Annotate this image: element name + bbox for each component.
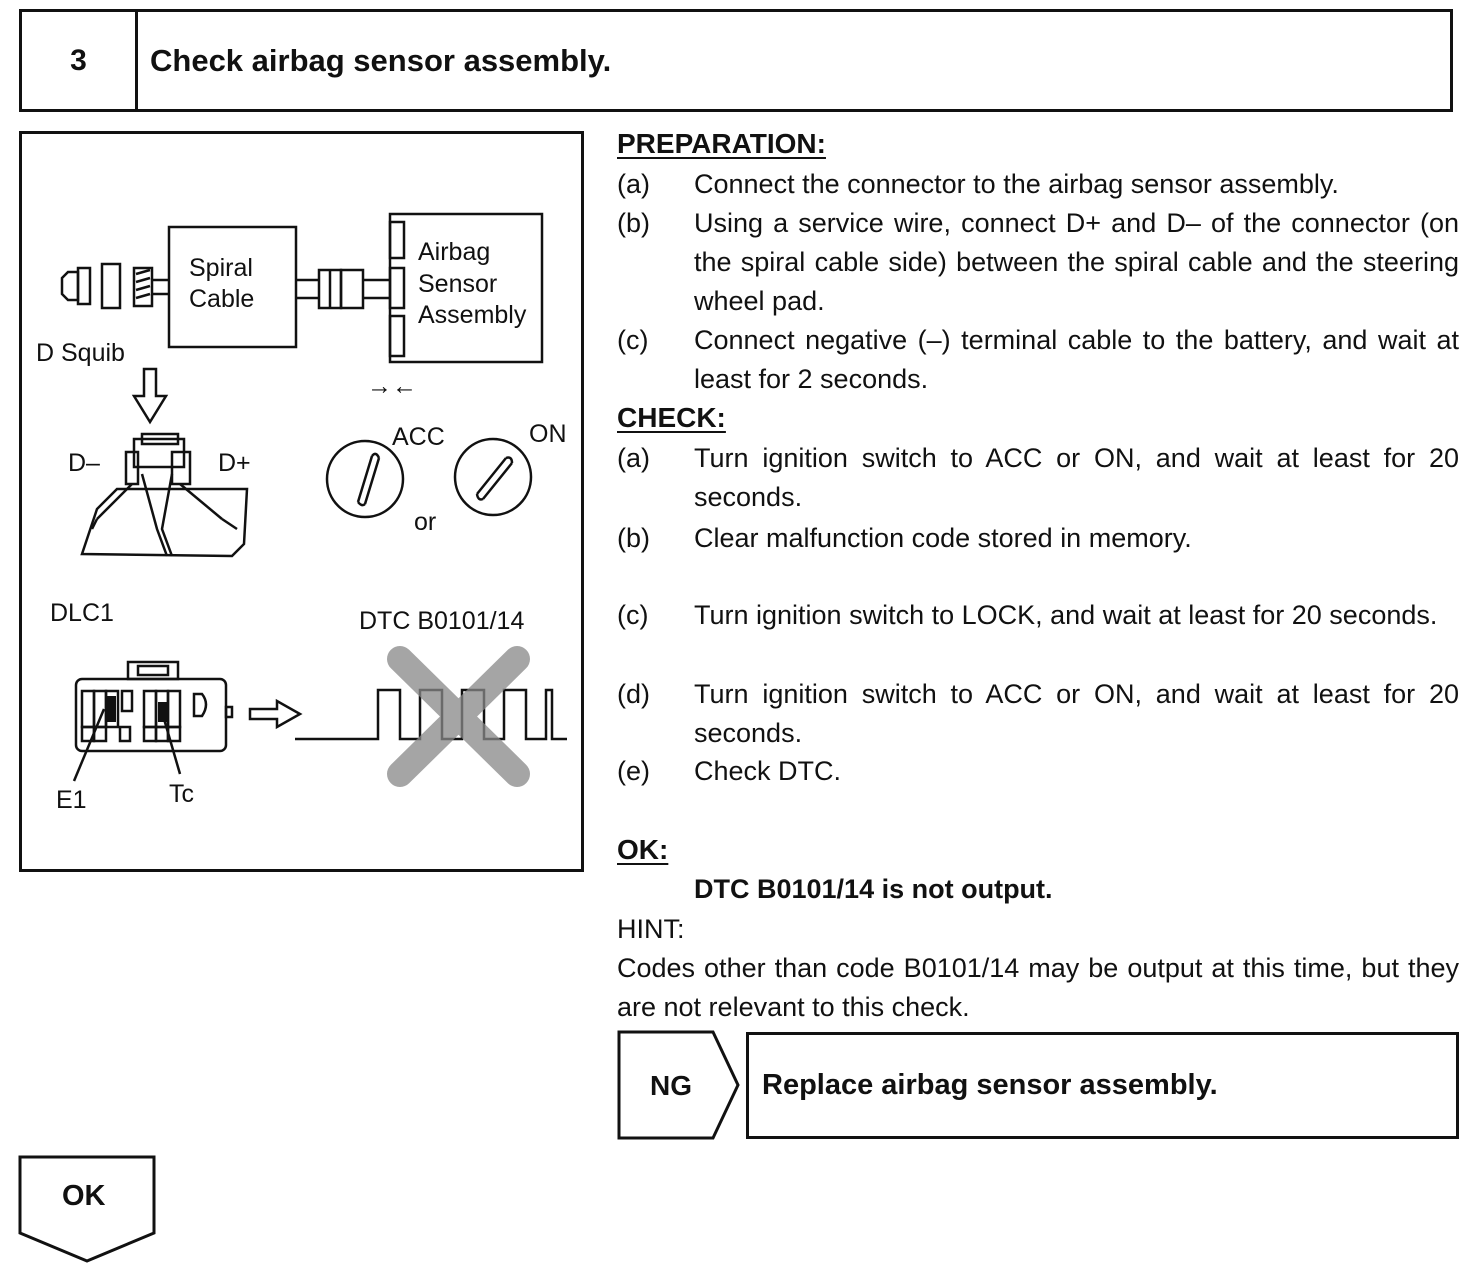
ng-label: NG bbox=[650, 1070, 692, 1101]
ng-arrow-box bbox=[617, 1030, 740, 1140]
step-header: 3 Check airbag sensor assembly. bbox=[19, 9, 1453, 112]
arrows-in-label: →← bbox=[367, 372, 417, 400]
wiring-illustration: Spiral Cable Airbag Sensor Assembly D Sq… bbox=[19, 131, 584, 872]
check-heading: CHECK: bbox=[617, 402, 726, 433]
check-item-text: Turn ignition switch to ACC or ON, and w… bbox=[694, 443, 1459, 512]
check-item-label: (d) bbox=[617, 679, 650, 709]
hint-text: Codes other than code B0101/14 may be ou… bbox=[617, 953, 1459, 1022]
ng-action-box: Replace airbag sensor assembly. bbox=[746, 1032, 1459, 1139]
ok-next-label: OK bbox=[62, 1180, 106, 1212]
prep-item-label: (a) bbox=[617, 169, 650, 199]
dlc1-label: DLC1 bbox=[50, 599, 114, 627]
hint-label: HINT: bbox=[617, 914, 685, 944]
on-label: ON bbox=[529, 420, 567, 448]
ng-action-text: Replace airbag sensor assembly. bbox=[762, 1069, 1218, 1101]
check-item-text: Turn ignition switch to LOCK, and wait a… bbox=[694, 600, 1438, 630]
d-squib-label: D Squib bbox=[36, 339, 125, 367]
sensor-label-1: Airbag bbox=[418, 238, 491, 266]
dtc-label: DTC B0101/14 bbox=[359, 607, 525, 635]
ok-heading: OK: bbox=[617, 834, 669, 865]
preparation-heading: PREPARATION: bbox=[617, 128, 826, 159]
spiral-cable-label-1: Spiral bbox=[189, 254, 253, 282]
check-item-label: (c) bbox=[617, 600, 649, 630]
spiral-cable-label-2: Cable bbox=[189, 285, 255, 313]
check-item-label: (e) bbox=[617, 756, 650, 786]
prep-item-label: (c) bbox=[617, 325, 649, 355]
d-minus-label: D– bbox=[68, 449, 100, 477]
prep-item-text: Connect negative (–) terminal cable to t… bbox=[694, 325, 1459, 394]
check-item-label: (a) bbox=[617, 443, 650, 473]
step-number: 3 bbox=[22, 12, 138, 109]
e1-label: E1 bbox=[56, 786, 87, 814]
step-title: Check airbag sensor assembly. bbox=[150, 42, 612, 78]
acc-label: ACC bbox=[392, 423, 445, 451]
ok-result: DTC B0101/14 is not output. bbox=[694, 874, 1053, 904]
check-item-text: Clear malfunction code stored in memory. bbox=[694, 523, 1192, 553]
wiring-diagram bbox=[60, 212, 567, 787]
tc-label: Tc bbox=[169, 780, 194, 808]
check-item-text: Turn ignition switch to ACC or ON, and w… bbox=[694, 679, 1459, 748]
d-plus-label: D+ bbox=[218, 449, 251, 477]
prep-item-text: Connect the connector to the airbag sens… bbox=[694, 169, 1339, 199]
check-item-text: Check DTC. bbox=[694, 756, 842, 786]
or-label: or bbox=[414, 508, 437, 536]
check-item-label: (b) bbox=[617, 523, 650, 553]
ok-next-arrow bbox=[18, 1155, 156, 1263]
prep-item-text: Using a service wire, connect D+ and D– … bbox=[694, 208, 1459, 316]
sensor-label-2: Sensor bbox=[418, 270, 498, 298]
sensor-label-3: Assembly bbox=[418, 301, 527, 329]
prep-item-label: (b) bbox=[617, 208, 650, 238]
